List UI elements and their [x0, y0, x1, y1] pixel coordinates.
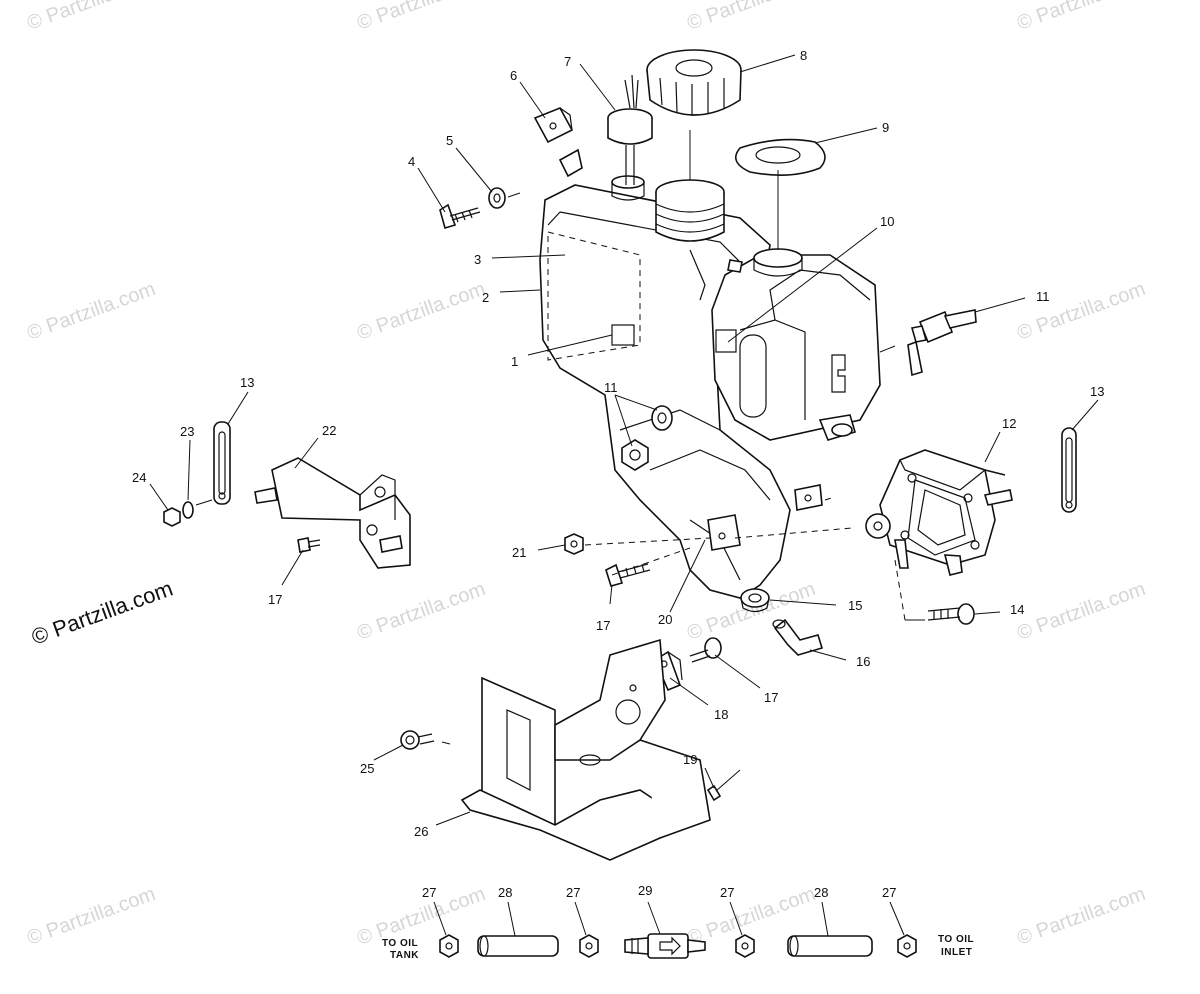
- watermark: © Partzilla.com: [1014, 0, 1148, 35]
- callout-2: 2: [482, 290, 489, 305]
- note-to-oil-inlet: TO OIL: [938, 934, 974, 945]
- nut-24: [163, 507, 181, 527]
- callout-26: 26: [414, 824, 428, 839]
- callout-14: 14: [1010, 602, 1024, 617]
- callout-11: 11: [1036, 289, 1050, 304]
- callout-29: 29: [638, 883, 652, 898]
- watermark: © Partzilla.com: [24, 883, 158, 950]
- callout-6: 6: [510, 68, 517, 83]
- callout-28: 28: [814, 885, 828, 900]
- callout-27: 27: [422, 885, 436, 900]
- watermark: © Partzilla.com: [24, 278, 158, 345]
- callout-7: 7: [564, 54, 571, 69]
- callout-8: 8: [800, 48, 807, 63]
- callout-13: 13: [1090, 384, 1104, 399]
- note-to-oil-inlet: INLET: [941, 947, 972, 958]
- filter-29: [624, 933, 706, 959]
- callout-28: 28: [498, 885, 512, 900]
- callout-27: 27: [566, 885, 580, 900]
- watermark: © Partzilla.com: [354, 278, 488, 345]
- callout-17: 17: [764, 690, 778, 705]
- callout-21: 21: [512, 545, 526, 560]
- callout-17: 17: [268, 592, 282, 607]
- bracket-22: [254, 457, 411, 569]
- oil-pump: [865, 449, 1013, 576]
- callout-20: 20: [658, 612, 672, 627]
- watermark: © Partzilla.com: [684, 0, 818, 35]
- cap-gasket: [734, 138, 826, 176]
- hose-assembly: [439, 933, 917, 959]
- strip-13-left: [213, 421, 231, 505]
- watermark: © Partzilla.com: [1014, 578, 1148, 645]
- callout-13: 13: [240, 375, 254, 390]
- hose-28: [787, 935, 873, 957]
- callout-25: 25: [360, 761, 374, 776]
- callout-16: 16: [856, 654, 870, 669]
- grommet-15: [740, 588, 770, 613]
- note-to-oil-tank: TO OIL: [382, 938, 418, 949]
- watermark: © Partzilla.com: [24, 0, 158, 35]
- washer-23: [182, 499, 213, 519]
- callout-3: 3: [474, 252, 481, 267]
- washer-5: [488, 187, 521, 209]
- petcock-11: [879, 309, 977, 377]
- callout-27: 27: [720, 885, 734, 900]
- callout-11: 11: [604, 380, 618, 395]
- hose-28: [477, 935, 559, 957]
- strip-13-right: [1061, 427, 1077, 513]
- screw-17-mid: [689, 637, 722, 663]
- screw-14: [927, 603, 975, 625]
- elbow-16: [772, 618, 824, 656]
- watermark: © Partzilla.com: [354, 578, 488, 645]
- watermark-main: © Partzilla.com: [28, 576, 176, 650]
- callout-18: 18: [714, 707, 728, 722]
- callout-24: 24: [132, 470, 146, 485]
- hose-clamp-27: [735, 934, 755, 958]
- watermark: © Partzilla.com: [1014, 278, 1148, 345]
- hose-clamp-27: [897, 934, 917, 958]
- callout-17: 17: [596, 618, 610, 633]
- pin-19: [706, 769, 741, 802]
- callout-15: 15: [848, 598, 862, 613]
- level-sensor: [607, 74, 653, 185]
- bolt-25: [400, 730, 451, 750]
- leader-lines: [149, 54, 1099, 937]
- callout-23: 23: [180, 424, 194, 439]
- callout-12: 12: [1002, 416, 1016, 431]
- nut-21: [564, 533, 584, 555]
- callout-5: 5: [446, 133, 453, 148]
- screw-17-left: [297, 537, 321, 553]
- callout-22: 22: [322, 423, 336, 438]
- callout-27: 27: [882, 885, 896, 900]
- tank-cap: [646, 49, 742, 116]
- note-to-oil-tank: TANK: [390, 950, 419, 961]
- watermark: © Partzilla.com: [1014, 883, 1148, 950]
- callout-labels: 1 2 3 4 5 6 7 8 9 10 11 11 12 13 13 14 1…: [132, 48, 1104, 900]
- clip-6: [533, 106, 574, 144]
- hose-clamp-27: [439, 934, 459, 958]
- hose-clamp-27: [579, 934, 599, 958]
- oil-reservoir: [711, 248, 881, 441]
- mount-plate-26: [460, 638, 711, 861]
- watermark: © Partzilla.com: [354, 0, 488, 35]
- screw-4: [439, 203, 481, 230]
- nut-washer-11: [621, 405, 673, 471]
- callout-9: 9: [882, 120, 889, 135]
- callout-19: 19: [683, 752, 697, 767]
- callout-4: 4: [408, 154, 415, 169]
- flow-notes: TO OIL TANK TO OIL INLET: [382, 934, 974, 961]
- callout-1: 1: [511, 354, 518, 369]
- callout-10: 10: [880, 214, 894, 229]
